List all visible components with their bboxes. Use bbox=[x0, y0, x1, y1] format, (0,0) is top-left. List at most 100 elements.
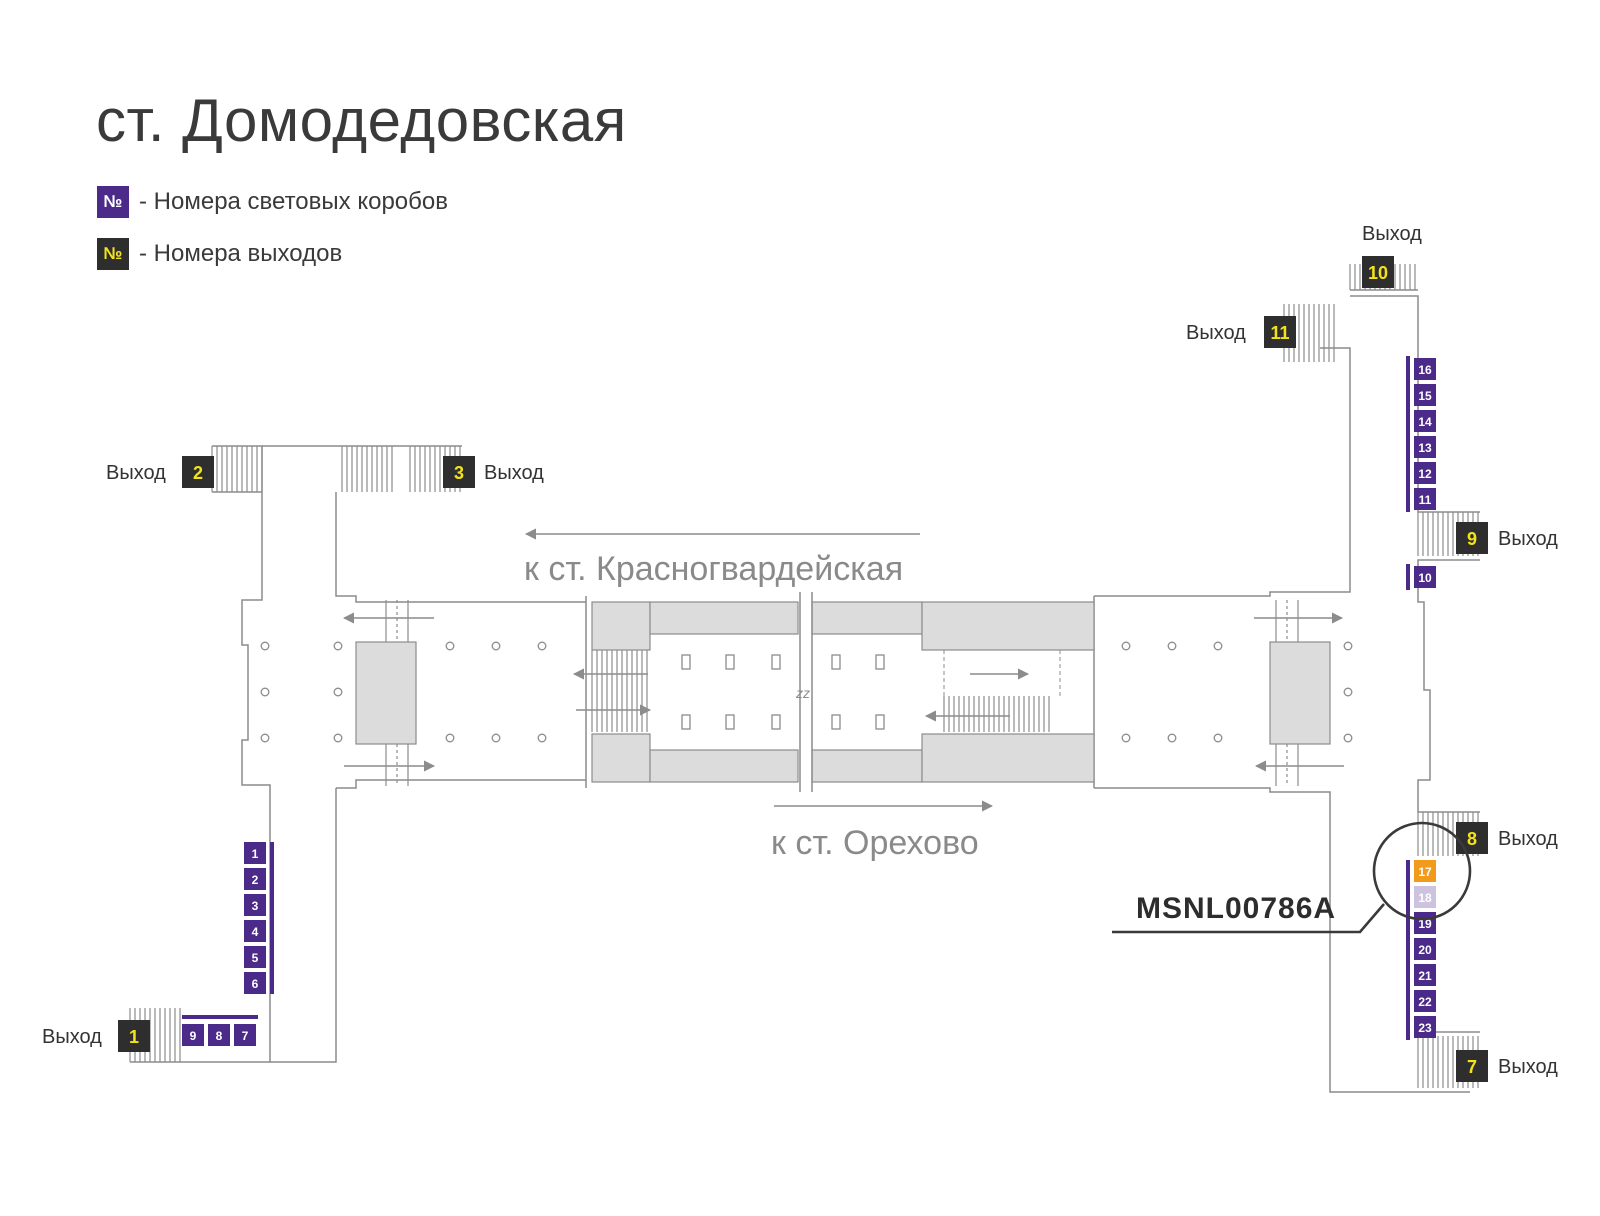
exit-label: Выход bbox=[1498, 1056, 1558, 1078]
lightbox-number: 14 bbox=[1418, 415, 1432, 429]
exit-number: 9 bbox=[1467, 529, 1477, 549]
lightbox-badge-bg bbox=[244, 868, 266, 890]
exit-label: Выход bbox=[106, 462, 166, 484]
lightbox-strips bbox=[182, 356, 1410, 1040]
lightbox-number: 22 bbox=[1418, 995, 1432, 1009]
lightbox-6[interactable]: 6 bbox=[244, 972, 266, 994]
lightbox-badge-bg bbox=[182, 1024, 204, 1046]
lightbox-number: 19 bbox=[1418, 917, 1432, 931]
platform-pillar bbox=[725, 654, 735, 670]
lightbox-badge-bg bbox=[208, 1024, 230, 1046]
lightbox-5[interactable]: 5 bbox=[244, 946, 266, 968]
lightbox-badge-bg bbox=[1414, 964, 1436, 986]
lightbox-21[interactable]: 21 bbox=[1414, 964, 1436, 986]
lightbox-22[interactable]: 22 bbox=[1414, 990, 1436, 1012]
lightbox-16[interactable]: 16 bbox=[1414, 358, 1436, 380]
exit-number: 1 bbox=[129, 1027, 139, 1047]
lightbox-20[interactable]: 20 bbox=[1414, 938, 1436, 960]
column-dot bbox=[1167, 641, 1177, 651]
column-dot bbox=[1343, 733, 1353, 743]
lightbox-badge-bg bbox=[1414, 358, 1436, 380]
lightbox-12[interactable]: 12 bbox=[1414, 462, 1436, 484]
lightbox-2[interactable]: 2 bbox=[244, 868, 266, 890]
track-break bbox=[799, 592, 813, 792]
column-dot bbox=[333, 687, 343, 697]
lightbox-number: 16 bbox=[1418, 363, 1432, 377]
platform-pillar bbox=[875, 714, 885, 730]
lightbox-9[interactable]: 9 bbox=[182, 1024, 204, 1046]
lightbox-8[interactable]: 8 bbox=[208, 1024, 230, 1046]
column-dot bbox=[1213, 733, 1223, 743]
lightbox-number: 23 bbox=[1418, 1021, 1432, 1035]
lightbox-badge-bg bbox=[1414, 990, 1436, 1012]
highlight-callout: MSNL00786A bbox=[1112, 821, 1472, 934]
lightbox-18[interactable]: 18 bbox=[1414, 886, 1436, 908]
exit-label: Выход bbox=[1362, 223, 1422, 245]
lightbox-badge-bg bbox=[1414, 410, 1436, 432]
platform-pillar bbox=[831, 654, 841, 670]
column-dot bbox=[1343, 687, 1353, 697]
callout-leader-line bbox=[1112, 903, 1385, 934]
lightbox-1[interactable]: 1 bbox=[244, 842, 266, 864]
column-dot bbox=[491, 641, 501, 651]
exit-badge-bg bbox=[443, 456, 475, 488]
lightbox-13[interactable]: 13 bbox=[1414, 436, 1436, 458]
lightbox-19[interactable]: 19 bbox=[1414, 912, 1436, 934]
lightbox-badge-bg bbox=[244, 946, 266, 968]
lightbox-badge-bg bbox=[244, 920, 266, 942]
column-dot bbox=[260, 641, 270, 651]
track-break-mark: zz bbox=[795, 685, 810, 701]
exit-number: 7 bbox=[1467, 1057, 1477, 1077]
lightbox-badge-bg bbox=[234, 1024, 256, 1046]
legend-lightbox-text: - Номера световых коробов bbox=[139, 188, 448, 215]
lightbox-number: 8 bbox=[216, 1029, 223, 1043]
lightbox-10[interactable]: 10 bbox=[1414, 566, 1436, 588]
lightbox-7[interactable]: 7 bbox=[234, 1024, 256, 1046]
exit-badge-bg bbox=[1264, 316, 1296, 348]
lightbox-number: 7 bbox=[242, 1029, 249, 1043]
exit-9[interactable]: 9 Выход bbox=[1456, 522, 1558, 554]
platform-pillar bbox=[681, 654, 691, 670]
lightbox-23[interactable]: 23 bbox=[1414, 1016, 1436, 1038]
lightbox-11[interactable]: 11 bbox=[1414, 488, 1436, 510]
column-dot bbox=[1213, 641, 1223, 651]
column-dot bbox=[445, 733, 455, 743]
lightbox-number: 11 bbox=[1419, 493, 1432, 507]
exit-number: 11 bbox=[1270, 323, 1289, 343]
exit-1[interactable]: 1 Выход bbox=[42, 1020, 150, 1052]
lightbox-3[interactable]: 3 bbox=[244, 894, 266, 916]
column-dot bbox=[1343, 641, 1353, 651]
exit-label: Выход bbox=[1498, 528, 1558, 550]
station-title: ст. Домодедовская bbox=[96, 87, 627, 154]
exit-7[interactable]: 7 Выход bbox=[1456, 1050, 1558, 1082]
lightbox-4[interactable]: 4 bbox=[244, 920, 266, 942]
exit-label: Выход bbox=[42, 1026, 102, 1048]
exit-badge-bg bbox=[182, 456, 214, 488]
exit-number: 3 bbox=[454, 463, 464, 483]
columns bbox=[260, 641, 1353, 743]
lightbox-number: 12 bbox=[1418, 467, 1432, 481]
exit-badge-bg bbox=[1456, 522, 1488, 554]
lightbox-badge-bg bbox=[244, 972, 266, 994]
column-dot bbox=[260, 733, 270, 743]
lightbox-badge-bg bbox=[1414, 462, 1436, 484]
exit-11[interactable]: 11 Выход bbox=[1186, 316, 1296, 348]
direction-south-label: к ст. Орехово bbox=[771, 824, 979, 862]
lightbox-number: 1 bbox=[252, 847, 259, 861]
column-dot bbox=[1121, 641, 1131, 651]
lightbox-15[interactable]: 15 bbox=[1414, 384, 1436, 406]
legend-exit-row: № - Номера выходов bbox=[97, 238, 342, 270]
exit-label: Выход bbox=[1186, 322, 1246, 344]
lightbox-17[interactable]: 17 bbox=[1414, 860, 1436, 882]
platform-pillar bbox=[831, 714, 841, 730]
lightbox-14[interactable]: 14 bbox=[1414, 410, 1436, 432]
platform-pillar bbox=[681, 714, 691, 730]
platform-blocks bbox=[355, 601, 1331, 783]
lightbox-badge-bg bbox=[1414, 860, 1436, 882]
